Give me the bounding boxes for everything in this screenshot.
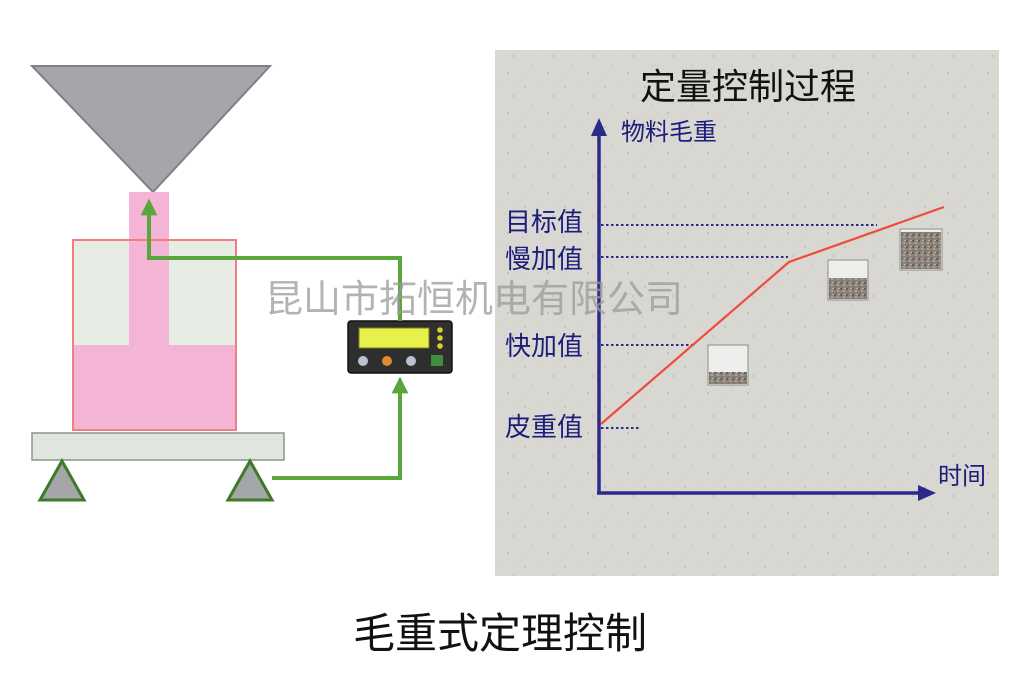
figure-caption: 毛重式定理控制 <box>353 609 647 658</box>
scale-support-icon <box>225 457 275 502</box>
gross-weight-curve <box>600 205 945 425</box>
y-axis-label: 物料毛重 <box>621 118 717 146</box>
material-fill <box>73 345 236 430</box>
x-axis-arrowhead <box>918 485 936 501</box>
container-outline <box>72 239 237 431</box>
watermark: 昆山市拓恒机电有限公司 <box>265 277 683 321</box>
chart-panel: 定量控制过程 物料毛重 时间 目标值 慢加值 快加值 皮重值 <box>495 50 999 576</box>
equipment-diagram <box>29 65 453 502</box>
y-axis-arrowhead <box>591 118 607 136</box>
x-axis-label: 时间 <box>938 462 986 490</box>
status-led <box>437 343 443 349</box>
weighing-container <box>72 239 237 431</box>
material-sample-icon <box>899 228 943 271</box>
hopper-icon <box>29 65 273 194</box>
indicator-display <box>358 327 430 349</box>
signal-arrow-to-indicator <box>272 376 409 480</box>
indicator-button <box>406 356 416 366</box>
material-sample-icon <box>707 344 749 386</box>
scale-platform <box>31 432 285 461</box>
material-sample-icon <box>827 259 869 301</box>
indicator-button <box>358 356 368 366</box>
indicator-button <box>382 356 392 366</box>
level-label-fast: 快加值 <box>505 332 583 362</box>
weighing-indicator-icon <box>347 320 453 374</box>
control-arrow-to-hopper <box>140 198 402 321</box>
status-led <box>437 335 443 341</box>
indicator-button <box>431 355 443 366</box>
scale-support-icon <box>37 457 87 502</box>
chart-title: 定量控制过程 <box>640 67 856 108</box>
chart-background <box>495 50 999 576</box>
status-led <box>437 327 443 333</box>
level-label-tare: 皮重值 <box>505 413 583 443</box>
level-label-slow: 慢加值 <box>505 245 583 275</box>
level-label-target: 目标值 <box>505 208 583 238</box>
